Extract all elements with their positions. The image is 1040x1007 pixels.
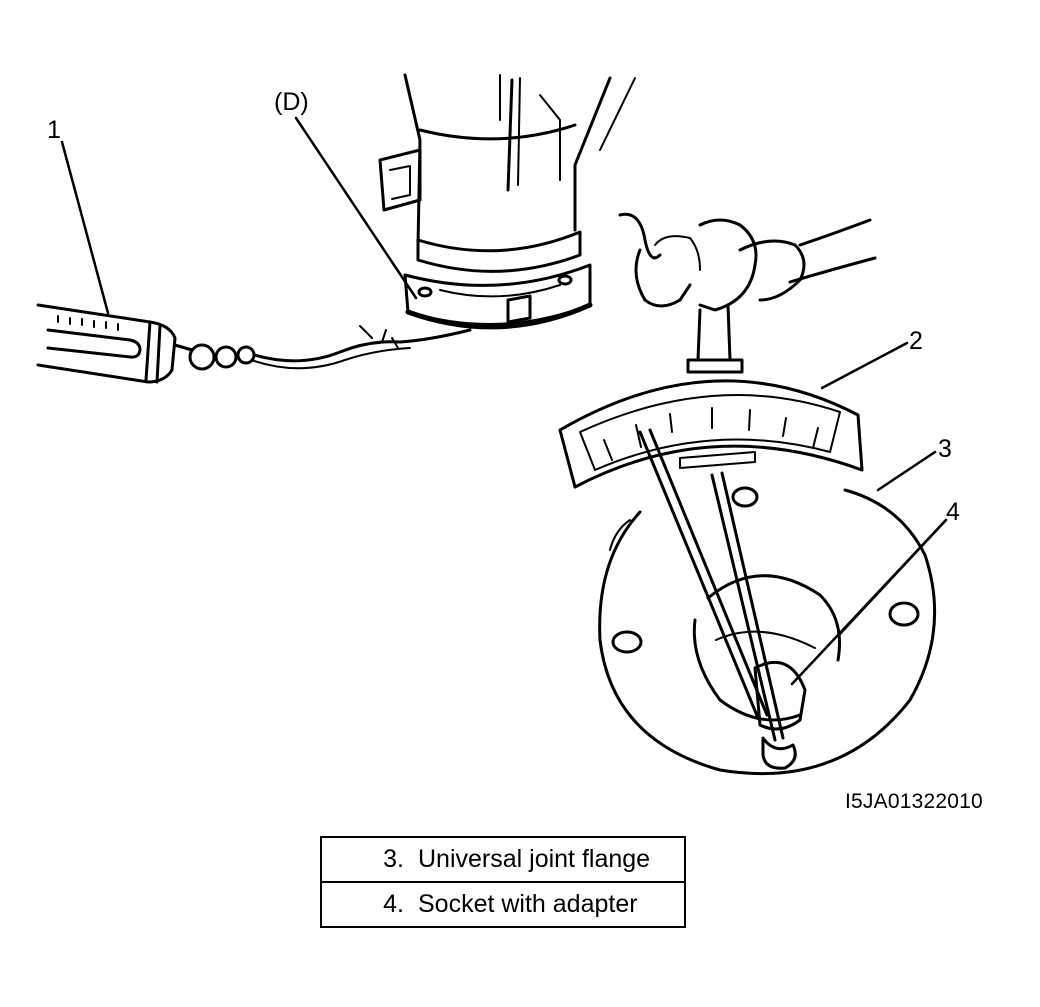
callout-3: 3: [938, 435, 952, 463]
callout-1: 1: [47, 116, 61, 144]
differential-housing-icon: [378, 73, 636, 330]
torque-wrench-icon: [558, 303, 864, 742]
leader-line-1: [60, 140, 110, 315]
hand-icon: [618, 212, 877, 312]
figure-code: I5JA01322010: [845, 790, 983, 813]
leader-line-d: [294, 116, 418, 300]
callout-d: (D): [274, 88, 309, 116]
flange-icon: [598, 486, 937, 776]
legend-table: 3. Universal joint flange 4. Socket with…: [320, 836, 686, 928]
legend-number: 4.: [383, 890, 404, 918]
callout-2: 2: [909, 327, 923, 355]
callout-4: 4: [946, 498, 960, 526]
spring-scale-icon: [36, 303, 472, 384]
leader-line-4b: [790, 518, 948, 686]
legend-text: Socket with adapter: [418, 890, 638, 918]
leader-line-2: [820, 341, 909, 390]
legend-number: 3.: [383, 845, 404, 873]
legend-row: 4. Socket with adapter: [320, 881, 686, 928]
legend-text: Universal joint flange: [418, 845, 651, 873]
technical-illustration: [36, 73, 948, 776]
leader-line-3: [876, 450, 937, 492]
legend-row: 3. Universal joint flange: [320, 836, 686, 883]
